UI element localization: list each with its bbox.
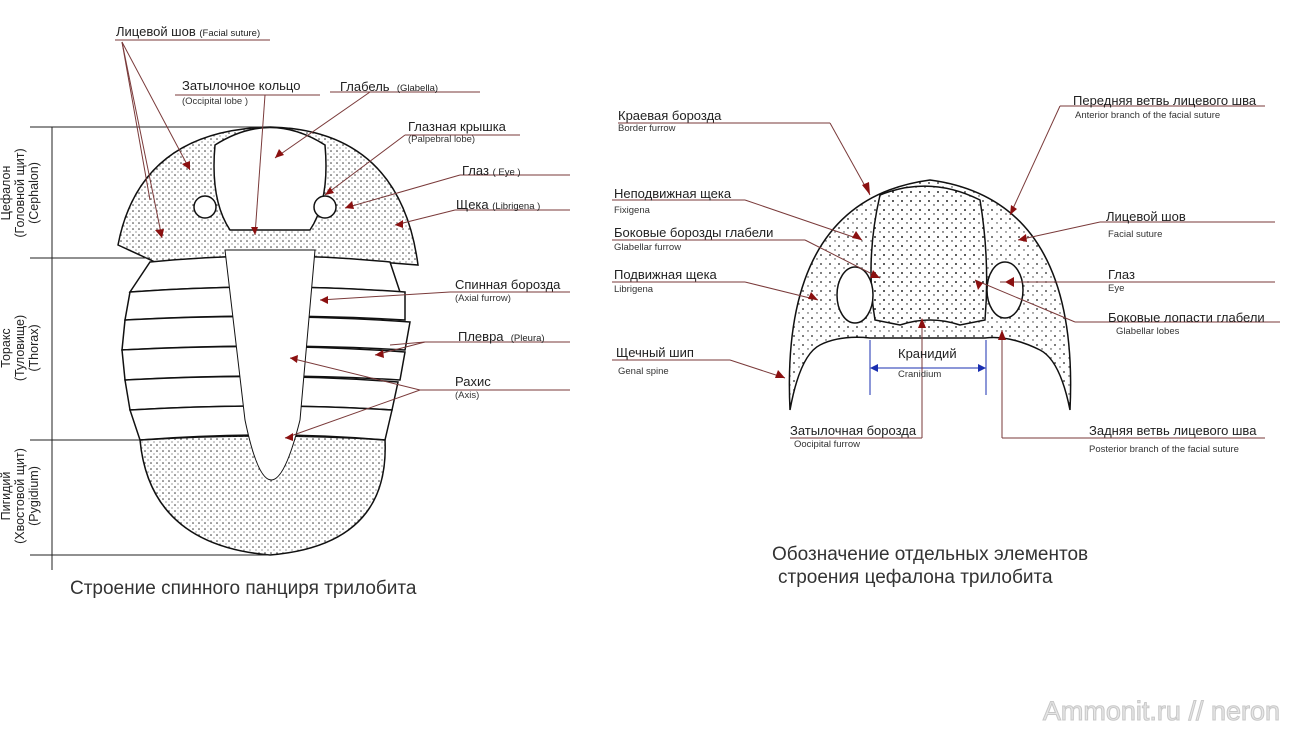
label-occipital-furrow: Затылочная борозда <box>790 423 917 438</box>
section-dimension-lines <box>30 126 270 570</box>
cranidium-dimension <box>869 340 987 395</box>
label-facial-suture-r: Лицевой шов <box>1106 209 1186 224</box>
left-caption: Строение спинного панциря трилобита <box>70 578 417 599</box>
label-anterior-branch-en: Anterior branch of the facial suture <box>1075 110 1221 121</box>
trilobite-body <box>117 126 419 556</box>
left-leader-lines <box>115 39 570 439</box>
label-axial-furrow: Спинная борозда <box>455 277 561 292</box>
label-palpebral-lobe-en: (Palpebral lobe) <box>408 134 476 145</box>
section-cephalon: Цефалон(Головной щит)(Cephalon) <box>0 148 41 238</box>
label-occipital-furrow-en: Oocipital furrow <box>794 439 860 450</box>
label-librigena-r: Подвижная щека <box>614 267 717 282</box>
right-arrowheads <box>775 182 1027 378</box>
label-palpebral-lobe: Глазная крышка <box>408 119 506 134</box>
label-facial-suture-r-en: Facial suture <box>1108 229 1163 240</box>
label-occipital-lobe-en: (Occipital lobe ) <box>182 96 248 107</box>
label-glabellar-lobes-en: Glabellar lobes <box>1116 326 1180 337</box>
label-anterior-branch: Передняя ветвь лицевого шва <box>1073 93 1257 108</box>
section-pygidium: Пигидий(Хвостовой щит)(Pygidium) <box>0 448 41 544</box>
left-arrowheads <box>155 149 403 441</box>
section-thorax: Торакс(Туловище)(Thorax) <box>0 314 41 382</box>
label-fixigena-en: Fixigena <box>614 205 650 216</box>
label-occipital-lobe: Затылочное кольцо <box>182 78 301 93</box>
label-glabellar-furrow: Боковые борозды глабели <box>614 225 774 240</box>
label-genal-spine: Щечный шип <box>616 345 694 360</box>
label-axis: Рахис <box>455 374 491 389</box>
label-axis-en: (Axis) <box>455 390 480 401</box>
label-pleura: Плевра (Pleura) <box>458 329 545 344</box>
label-cranidium-en: Cranidium <box>898 369 942 380</box>
label-eye-r: Глаз <box>1108 267 1135 282</box>
label-border-furrow: Краевая борозда <box>618 108 722 123</box>
label-cranidium: Кранидий <box>898 346 957 361</box>
label-librigena-r-en: Librigena <box>614 284 654 295</box>
right-leader-lines <box>612 105 1280 439</box>
label-posterior-branch-en: Posterior branch of the facial suture <box>1089 444 1239 455</box>
label-border-furrow-en: Border furrow <box>618 123 676 134</box>
label-librigena: Щека (Librigena ) <box>456 197 541 212</box>
watermark: Ammonit.ru // neron <box>1042 696 1280 727</box>
label-eye: Глаз ( Eye ) <box>462 163 521 178</box>
label-glabellar-furrow-en: Glabellar furrow <box>614 242 682 253</box>
label-fixigena: Неподвижная щека <box>614 186 732 201</box>
label-glabella: Глабель (Glabella) <box>340 79 439 94</box>
label-facial-suture: Лицевой шов (Facial suture) <box>116 24 261 39</box>
label-eye-r-en: Eye <box>1108 283 1125 294</box>
label-glabellar-lobes: Боковые лопасти глабели <box>1108 310 1265 325</box>
label-axial-furrow-en: (Axial furrow) <box>455 293 511 304</box>
label-posterior-branch: Задняя ветвь лицевого шва <box>1089 423 1257 438</box>
label-genal-spine-en: Genal spine <box>618 366 669 377</box>
